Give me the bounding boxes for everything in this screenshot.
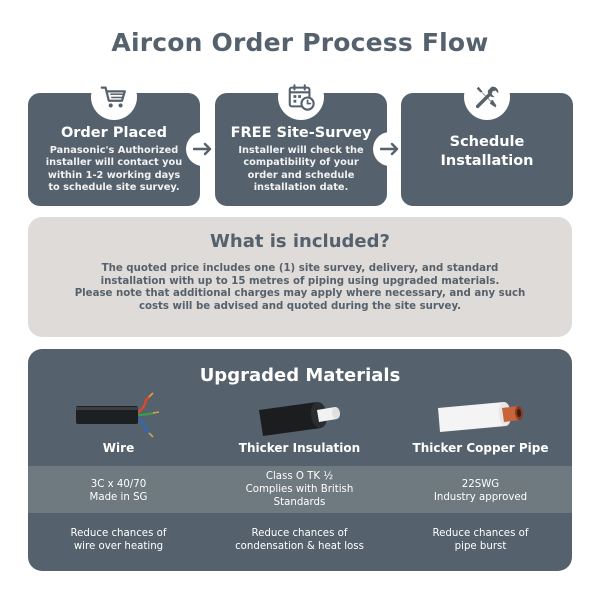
- desc-line: installation date.: [253, 182, 349, 194]
- shopping-cart-icon: [91, 74, 137, 120]
- materials-panel: Upgraded Materials Wire Thi: [28, 349, 572, 571]
- spec-cell: 3C x 40/70 Made in SG: [28, 478, 209, 504]
- desc-line: order and schedule: [247, 169, 355, 181]
- desc-line: installer will contact you: [45, 157, 183, 169]
- benefit-line: wire over heating: [73, 541, 164, 552]
- tools-icon: [464, 74, 510, 120]
- benefit-line: Reduce chances of: [70, 528, 167, 539]
- insulation-image: [255, 390, 345, 440]
- step-title: FREE Site-Survey: [230, 125, 372, 141]
- desc-line: Installer will check the: [238, 145, 364, 156]
- step-title-line: Schedule: [449, 134, 525, 150]
- included-line: The quoted price includes one (1) site s…: [101, 263, 499, 274]
- desc-line: compatibility of your: [243, 157, 359, 169]
- spec-cell: Class O TK ½ Complies with British Stand…: [209, 470, 390, 509]
- material-name: Thicker Insulation: [238, 441, 361, 455]
- spec-row: 3C x 40/70 Made in SG Class O TK ½ Compl…: [28, 466, 572, 513]
- spec-line: Standards: [273, 497, 326, 508]
- desc-line: to schedule site survey.: [48, 182, 180, 194]
- calendar-clock-icon: [278, 74, 324, 120]
- spec-line: Complies with British: [245, 484, 354, 495]
- step-site-survey: FREE Site-Survey Installer will check th…: [215, 74, 387, 206]
- desc-line: Panasonic's Authorized: [49, 145, 179, 156]
- wire-image: [74, 390, 164, 440]
- benefit-cell: Reduce chances of wire over heating: [28, 527, 209, 553]
- copper-pipe-image: [436, 390, 526, 440]
- spec-line: Made in SG: [89, 492, 148, 503]
- included-title: What is included?: [210, 231, 390, 252]
- materials-title: Upgraded Materials: [199, 365, 401, 386]
- included-line: Please note that additional charges may …: [74, 288, 526, 300]
- material-name: Thicker Copper Pipe: [412, 441, 549, 455]
- step-order-placed: Order Placed Panasonic's Authorized inst…: [28, 74, 200, 206]
- page-title: Aircon Order Process Flow: [111, 28, 489, 57]
- included-panel: What is included? The quoted price inclu…: [28, 217, 572, 337]
- included-text: The quoted price includes one (1) site s…: [40, 263, 560, 313]
- material-name: Wire: [102, 441, 135, 455]
- benefit-line: pipe burst: [454, 541, 507, 552]
- step-description: Panasonic's Authorized installer will co…: [36, 145, 192, 195]
- step-description: Installer will check the compatibility o…: [223, 145, 379, 195]
- spec-line: 3C x 40/70: [90, 479, 147, 490]
- spec-line: 22SWG: [461, 479, 500, 490]
- benefit-line: Reduce chances of: [251, 528, 348, 539]
- spec-cell: 22SWG Industry approved: [390, 478, 571, 504]
- arrow-right-icon: [186, 132, 220, 166]
- benefit-line: Reduce chances of: [432, 528, 529, 539]
- desc-line: within 1-2 working days: [47, 169, 181, 181]
- included-line: installation with up to 15 metres of pip…: [100, 275, 500, 287]
- benefit-line: condensation & heat loss: [235, 541, 364, 552]
- step-schedule-installation: Schedule Installation: [401, 74, 573, 206]
- step-title: Schedule Installation: [401, 133, 573, 171]
- spec-line: Industry approved: [433, 492, 528, 503]
- benefit-cell: Reduce chances of condensation & heat lo…: [209, 527, 390, 553]
- step-title-line: Installation: [440, 153, 534, 169]
- step-title: Order Placed: [60, 125, 168, 141]
- included-line: costs will be advised and quoted during …: [138, 300, 462, 312]
- spec-line: Class O TK ½: [265, 471, 334, 482]
- benefit-cell: Reduce chances of pipe burst: [390, 527, 571, 553]
